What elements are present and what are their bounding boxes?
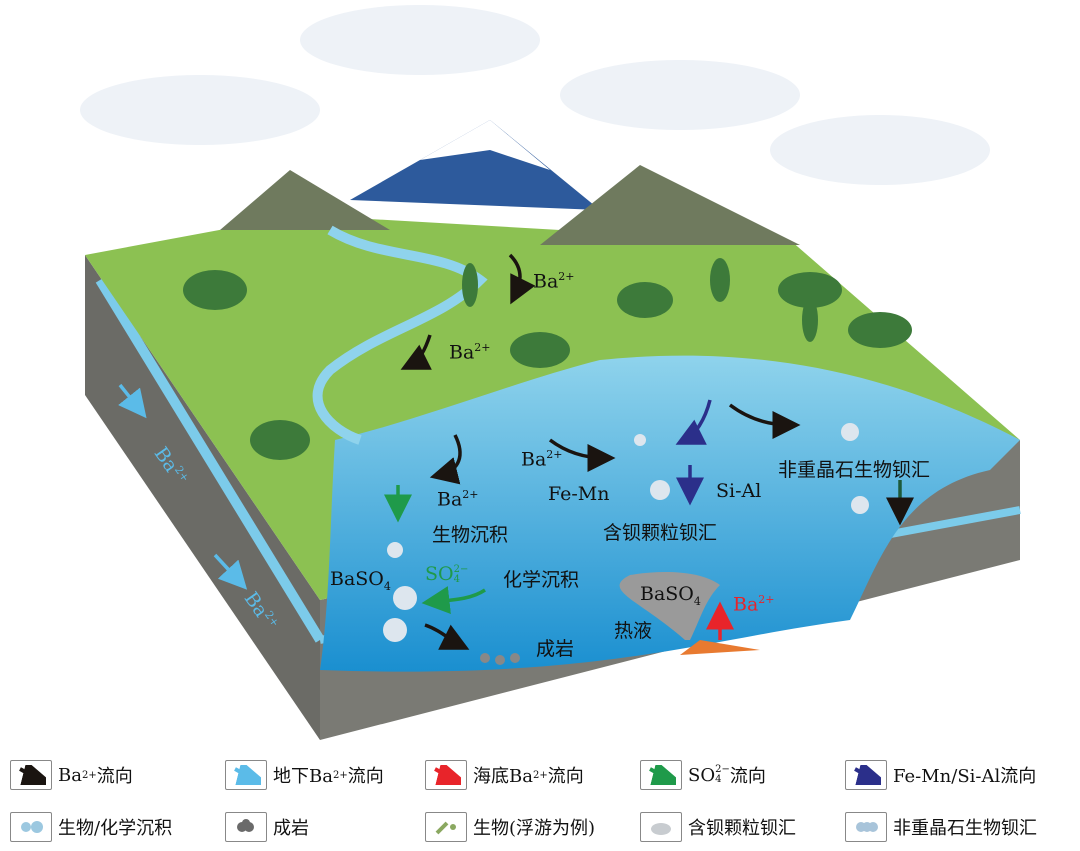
legend-diagenesis: 成岩 [225,812,309,842]
nonbarite-sink-label: 非重晶石生物钡汇 [778,459,931,481]
hydrothermal-vent [680,640,760,655]
dark-blue-arrow-icon [845,760,887,790]
red-arrow-icon [425,760,467,790]
gray-rocks-icon [225,812,267,842]
mountain-snow [350,120,600,210]
green-arrow-icon [640,760,682,790]
sediment-particles [383,423,869,642]
gray-particle-icon [640,812,682,842]
legend-bio-chem-deposit: 生物/化学沉积 [10,812,172,842]
chem-deposit-label: 化学沉积 [503,569,580,591]
baso4-plume [619,572,720,640]
ba-ion-label-lake: Ba2+ [521,448,563,471]
hydrothermal-label: 热液 [614,620,653,642]
si-al-label: Si-Al [716,480,762,502]
light-blue-particles-icon [10,812,52,842]
diagenesis-label: 成岩 [536,638,575,660]
ba-ion-label-plain: Ba2+ [449,341,491,364]
legend-plankton: 生物(浮游为例) [425,812,595,842]
seafloor-ba-label: Ba2+ [733,593,775,616]
ba-ion-label-river: Ba2+ [533,270,575,293]
baso4-vent-label: BaSO4 [640,583,701,608]
mountain-right [540,165,800,245]
legend-particle-sink: 含钡颗粒钡汇 [640,812,796,842]
light-blue-arrow-icon [225,760,267,790]
flow-arrows [118,253,914,650]
black-arrow-icon [10,760,52,790]
blue-cluster-icon [845,812,887,842]
legend-fe-mn-si-al-flow: Fe-Mn/Si-Al流向 [845,760,1036,790]
trees [183,258,912,460]
block-left-side [85,255,320,740]
mountain-left [220,170,390,230]
fe-mn-label: Fe-Mn [548,483,610,505]
landscape-block-illustration [80,5,1021,740]
legend-nonbarite-sink: 非重晶石生物钡汇 [845,812,1037,842]
baso4-left-label: BaSO4 [330,568,391,593]
clouds [80,5,990,185]
ba-ion-label-bio: Ba2+ [437,488,479,511]
bio-deposit-label: 生物沉积 [432,524,509,546]
diagenesis-rocks [480,653,520,665]
particle-sink-label: 含钡颗粒钡汇 [603,522,718,544]
plankton-icon [425,812,467,842]
river [312,225,488,445]
